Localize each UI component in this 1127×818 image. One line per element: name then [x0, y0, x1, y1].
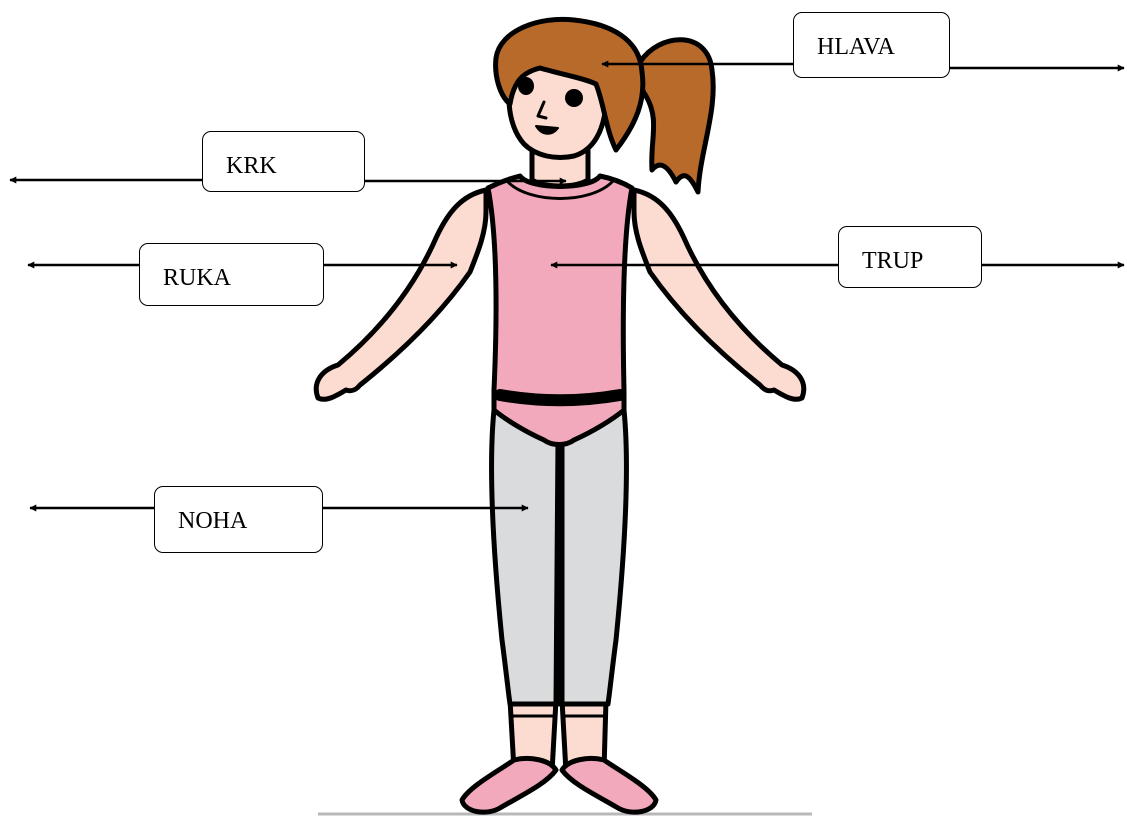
label-trup: TRUP	[838, 226, 982, 288]
left-shoe	[462, 758, 556, 812]
label-hlava: HLAVA	[793, 12, 950, 78]
ponytail	[638, 40, 713, 192]
label-ruka: RUKA	[139, 243, 324, 306]
label-noha: NOHA	[154, 486, 323, 553]
right-shoe	[562, 758, 656, 812]
left-arm	[316, 190, 486, 399]
right-arm	[634, 190, 804, 399]
girl-illustration	[316, 19, 804, 812]
waistband	[500, 395, 620, 400]
label-krk: KRK	[202, 131, 365, 192]
